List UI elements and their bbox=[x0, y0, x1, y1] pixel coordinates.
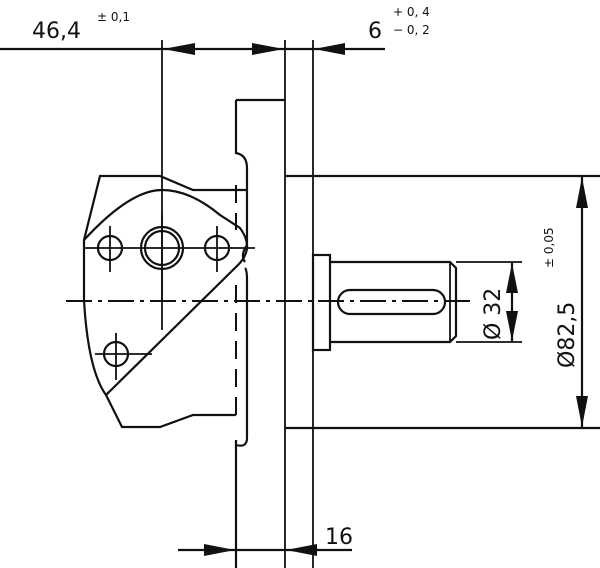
flange-thickness-value: 6 bbox=[368, 19, 382, 44]
top-dimension-line bbox=[0, 40, 385, 568]
key-slot bbox=[336, 288, 447, 316]
shaft-diameter-dimension bbox=[456, 261, 522, 343]
flange-offset-value: 46,4 bbox=[32, 19, 81, 44]
pilot-diameter-value: Ø82,5 bbox=[555, 302, 580, 368]
pilot-diameter-dimension bbox=[576, 176, 588, 428]
plate-width-value: 16 bbox=[325, 525, 353, 550]
bottom-dimension-line bbox=[178, 544, 352, 556]
mounting-plate bbox=[234, 98, 285, 568]
pilot-diameter-tolerance: ± 0,05 bbox=[542, 227, 556, 268]
port-block bbox=[82, 174, 255, 429]
shaft-diameter-value: Ø 32 bbox=[481, 288, 506, 340]
flange-thickness-tolerance-lower: − 0, 2 bbox=[393, 23, 430, 37]
flange-thickness-tolerance-upper: + 0, 4 bbox=[393, 5, 430, 19]
flange-offset-tolerance: ± 0,1 bbox=[97, 10, 130, 24]
shaft bbox=[311, 253, 458, 352]
motor-body bbox=[285, 174, 600, 430]
